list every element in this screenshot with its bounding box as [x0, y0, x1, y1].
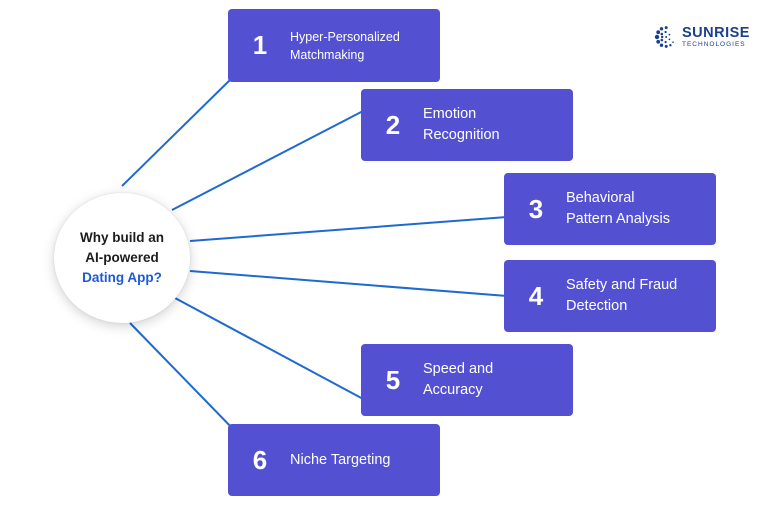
- reason-card-5: 5 Speed and Accuracy: [361, 344, 573, 416]
- sunrise-logo-icon: [654, 26, 674, 48]
- reason-card-3: 3 Behavioral Pattern Analysis: [504, 173, 716, 245]
- reason-label-4: Safety and Fraud Detection: [566, 277, 678, 314]
- reason-card-6: 6 Niche Targeting: [228, 424, 440, 496]
- reason-card-2: 2 Emotion Recognition: [361, 89, 573, 161]
- center-line-3: Dating App?: [82, 270, 162, 285]
- center-question-circle: Why build an AI-powered Dating App?: [54, 193, 190, 323]
- reason-label-6: Niche Targeting: [290, 451, 391, 468]
- reason-label-5: Speed and Accuracy: [423, 361, 494, 398]
- connector-6: [129, 322, 237, 433]
- connector-3: [189, 216, 508, 242]
- reason-label-2: Emotion Recognition: [423, 106, 500, 143]
- connector-5: [174, 297, 366, 401]
- reason-label-3: Behavioral Pattern Analysis: [566, 190, 670, 227]
- reason-label-1: Hyper-Personalized Matchmaking: [290, 29, 400, 62]
- center-line-2: AI-powered: [85, 250, 159, 265]
- reason-number-3: 3: [528, 193, 544, 224]
- reason-number-5: 5: [385, 364, 401, 395]
- logo-subtitle: TECHNOLOGIES: [682, 40, 746, 48]
- reason-card-1: 1 Hyper-Personalized Matchmaking: [228, 9, 440, 82]
- center-line-1: Why build an: [80, 230, 164, 245]
- reason-number-1: 1: [252, 30, 268, 60]
- reason-number-2: 2: [385, 109, 401, 140]
- reason-card-4: 4 Safety and Fraud Detection: [504, 260, 716, 332]
- reason-number-6: 6: [252, 444, 268, 475]
- company-logo: SUNRISE TECHNOLOGIES: [651, 24, 750, 50]
- reason-number-4: 4: [528, 280, 544, 311]
- connector-2: [171, 109, 366, 211]
- logo-name: SUNRISE: [682, 24, 750, 41]
- connector-4: [189, 270, 508, 297]
- connector-1: [121, 77, 233, 187]
